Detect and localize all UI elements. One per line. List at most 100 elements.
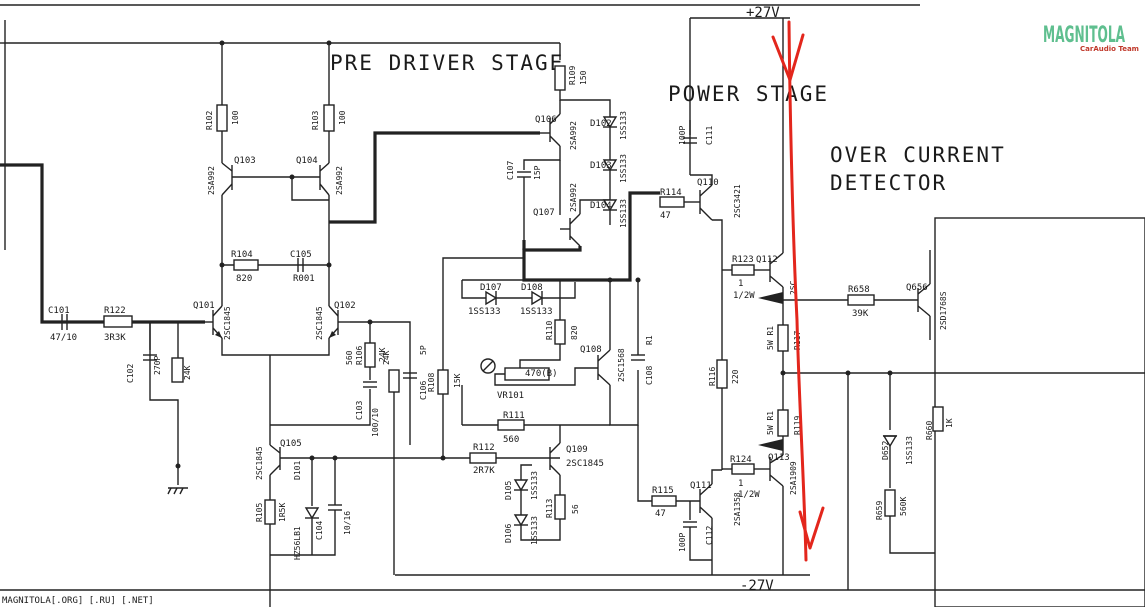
input-signal-wire [0, 163, 205, 324]
r660-resistor [932, 406, 944, 432]
r659-ref: R659 [875, 501, 884, 520]
r113-value: 56 [571, 504, 580, 514]
c107-value: 15P [533, 165, 542, 180]
r110-ref: R110 [545, 321, 554, 340]
d103-part: 1SS133 [619, 154, 628, 183]
q111-transistor [699, 483, 713, 519]
r111-value: 560 [503, 435, 519, 445]
r109-value: 150 [579, 70, 588, 85]
r122-value: 3R3K [104, 333, 126, 343]
d101-ref: D101 [293, 461, 302, 480]
d101-zener [304, 507, 320, 520]
logo-subtext: CarAudio Team [1080, 45, 1139, 53]
q107-ref: Q107 [533, 208, 555, 218]
r109-resistor [554, 65, 566, 91]
q104-part: 2SA992 [335, 166, 344, 195]
c104-value: 10/16 [343, 511, 352, 535]
r121-value: 24K [183, 365, 192, 380]
r114-ref: R114 [660, 188, 682, 198]
vr101-ref: VR101 [497, 391, 524, 401]
q656-transistor [917, 283, 931, 317]
q109-ref: Q109 [566, 445, 588, 455]
r107-value: 24K [382, 350, 391, 365]
c106-value: 5P [419, 345, 428, 355]
c102-ref: C102 [126, 364, 135, 383]
r122-ref: R122 [104, 306, 126, 316]
d108-ref: D108 [521, 283, 543, 293]
r106-ref: R106 [355, 346, 364, 365]
r123-ref: R123 [732, 255, 754, 265]
r111-ref: R111 [503, 411, 525, 421]
q101-part: 2SC1845 [223, 306, 232, 340]
positive-rail [0, 4, 920, 175]
r658-resistor [847, 294, 875, 306]
r119-ref: R119 [793, 416, 802, 435]
r124-value: 1 [738, 479, 743, 489]
d104-diode [602, 199, 618, 212]
r123-resistor [731, 264, 755, 276]
negative-rail [0, 574, 1145, 607]
q111-ref: Q111 [690, 481, 712, 491]
q112-ref: Q112 [756, 255, 778, 265]
r108-ref: R108 [427, 373, 436, 392]
c101-ref: C101 [48, 306, 70, 316]
c102-value: 270P [153, 356, 162, 375]
r104-ref: R104 [231, 250, 253, 260]
r116-resistor [716, 359, 728, 389]
c104-ref: C104 [315, 521, 324, 540]
c103-ref: C103 [355, 401, 364, 420]
c111-value: 100P [678, 126, 687, 145]
c111-ref: C111 [705, 126, 714, 145]
r112-ref: R112 [473, 443, 495, 453]
d102-diode [602, 116, 618, 129]
d104-part: 1SS133 [619, 199, 628, 228]
r117-value: 5W R1 [766, 326, 775, 350]
q110-part: 2SC3421 [733, 184, 742, 218]
c105-capacitor [297, 258, 304, 272]
red-current-path-annotation [771, 20, 825, 562]
d106-ref: D106 [504, 524, 513, 543]
q110-transistor [699, 184, 713, 221]
q108-ref: Q108 [580, 345, 602, 355]
r124-extra: 1/2W [738, 490, 760, 500]
r103-resistor [323, 104, 335, 132]
c101-value: 47/10 [50, 333, 77, 343]
r119-resistor [777, 409, 789, 437]
c102-capacitor [143, 354, 157, 361]
q103-transistor [221, 162, 233, 196]
r102-ref: R102 [205, 111, 214, 130]
r658-ref: R658 [848, 285, 870, 295]
r659-value: 560K [899, 497, 908, 516]
d104-ref: D104 [590, 201, 612, 211]
r659-resistor [884, 489, 896, 517]
q109-part: 2SC1845 [566, 459, 604, 469]
d102-ref: D102 [590, 119, 612, 129]
r102-resistor [216, 104, 228, 132]
q112-part: 2SC [789, 280, 798, 295]
r103-value: 100 [338, 110, 347, 125]
q106-transistor [540, 113, 561, 147]
c103-value: 100/10 [371, 408, 380, 437]
r123-value: 1 [738, 279, 743, 289]
r108-value: 15K [453, 373, 462, 388]
r112-value: 2R7K [473, 466, 495, 476]
r123-extra: 1/2W [733, 291, 755, 301]
d108-part: 1SS133 [520, 307, 553, 317]
red-arrow-bottom-icon [798, 506, 825, 550]
d101-part: HZ56LB1 [293, 526, 302, 560]
negative-rail-label: -27V [740, 578, 774, 594]
c106-ref: C106 [419, 381, 428, 400]
r111-resistor [497, 419, 525, 431]
q113-ref: Q113 [768, 453, 790, 463]
d652-diode [882, 435, 898, 448]
c106-capacitor [403, 372, 417, 379]
sense-arrow-upper [758, 292, 783, 304]
r115-ref: R115 [652, 486, 674, 496]
q105-part: 2SC1845 [255, 446, 264, 480]
d107-ref: D107 [480, 283, 502, 293]
r106-resistor [364, 342, 376, 368]
r116-ref: R116 [708, 367, 717, 386]
pre-driver-stage-title: PRE DRIVER STAGE [330, 51, 564, 75]
c105-value: R001 [293, 274, 315, 284]
